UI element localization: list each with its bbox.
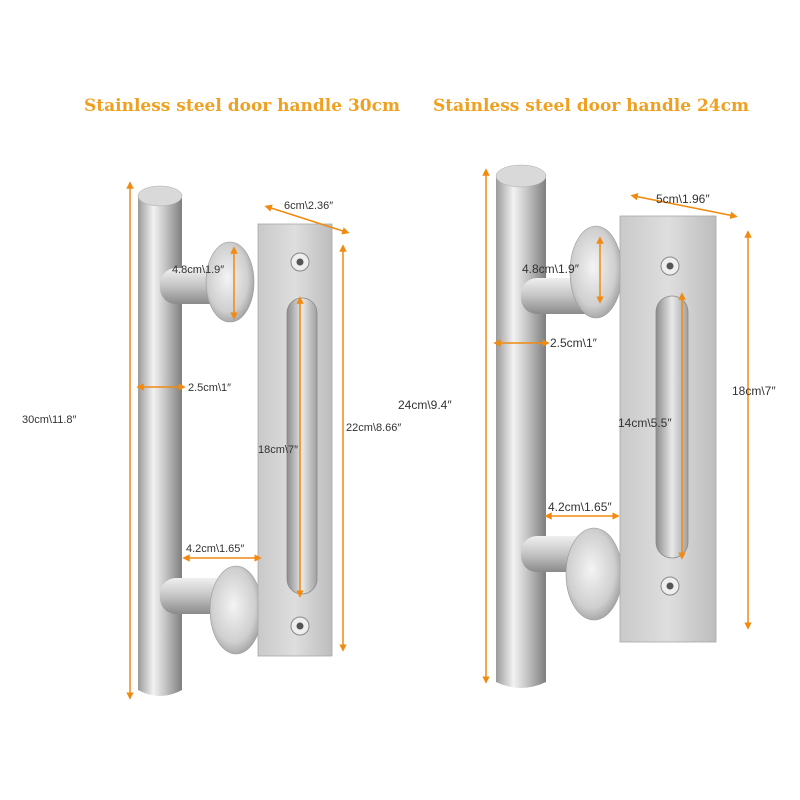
left-product-title: Stainless steel door handle 30cm [84, 96, 400, 116]
left-bottom-disc [209, 565, 263, 655]
right-standoff-bottom-label: 4.2cm\1.65″ [548, 500, 612, 514]
right-handle [495, 164, 717, 688]
left-standoff-bottom-label: 4.2cm\1.65″ [186, 543, 245, 555]
right-bar [496, 168, 546, 688]
right-total-height-label: 24cm\9.4″ [398, 398, 452, 412]
right-standoff-top-label: 4.8cm\1.9″ [522, 262, 579, 276]
left-dimension-lines [126, 181, 350, 700]
left-top-disc [205, 241, 255, 323]
right-dimension-lines [482, 168, 752, 684]
left-bar [138, 189, 182, 696]
right-plate-height-label: 18cm\7″ [732, 384, 776, 398]
left-plate-width-label: 6cm\2.36″ [284, 200, 334, 212]
right-bottom-disc [565, 527, 623, 621]
left-bar-diameter-label: 2.5cm\1″ [188, 382, 232, 394]
left-slot-length-label: 18cm\7″ [258, 444, 298, 456]
right-plate-width-label: 5cm\1.96″ [656, 192, 710, 206]
right-bar-diameter-label: 2.5cm\1″ [550, 336, 597, 350]
right-slot-length-label: 14cm\5.5″ [618, 416, 672, 430]
left-standoff-top-label: 4.8cm\1.9″ [172, 264, 225, 276]
right-product-title: Stainless steel door handle 24cm [433, 96, 749, 116]
left-total-height-label: 30cm\11.8″ [22, 414, 77, 426]
left-plate-height-label: 22cm\8.66″ [346, 422, 402, 434]
left-handle [137, 185, 333, 696]
